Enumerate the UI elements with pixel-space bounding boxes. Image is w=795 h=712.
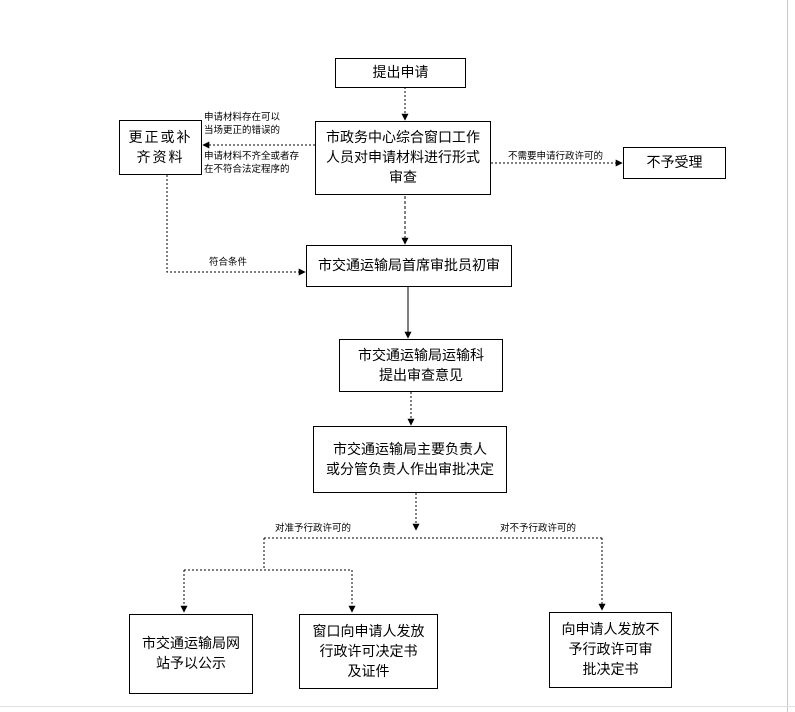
- first-review-box: 市交通运输局首席审批员初审: [306, 245, 512, 287]
- issue-denial-box: 向申请人发放不 予行政许可审 批决定书: [549, 612, 672, 688]
- label-deny: 对不予行政许可的: [500, 523, 577, 534]
- apply-box: 提出申请: [335, 58, 466, 88]
- label-correctable: 申请材料存在可以 当场更正的错误的: [204, 112, 281, 136]
- publish-box: 市交通运输局网 站予以公示: [129, 614, 253, 694]
- label-incomplete: 申请材料不齐全或者存 在不符合法定程序的: [204, 151, 300, 175]
- section-opinion-box: 市交通运输局运输科 提出审查意见: [339, 339, 503, 392]
- arrow-correct-to-first: [166, 175, 306, 276]
- decision-box: 市交通运输局主要负责人 或分管负责人作出审批决定: [313, 426, 507, 493]
- correct-box: 更正或补 齐资料: [119, 120, 202, 175]
- page-frame-right: [787, 0, 788, 712]
- center-review-box: 市政务中心综合窗口工作 人员对申请材料进行形式 审查: [315, 121, 491, 195]
- issue-permit-box: 窗口向申请人发放 行政许可决定书 及证件: [299, 614, 438, 689]
- label-not-required: 不需要申请行政许可的: [508, 151, 604, 162]
- reject-box: 不予受理: [623, 147, 726, 179]
- page-frame-bottom: [0, 706, 795, 707]
- label-qualified: 符合条件: [209, 257, 248, 268]
- label-approve: 对准予行政许可的: [275, 523, 352, 534]
